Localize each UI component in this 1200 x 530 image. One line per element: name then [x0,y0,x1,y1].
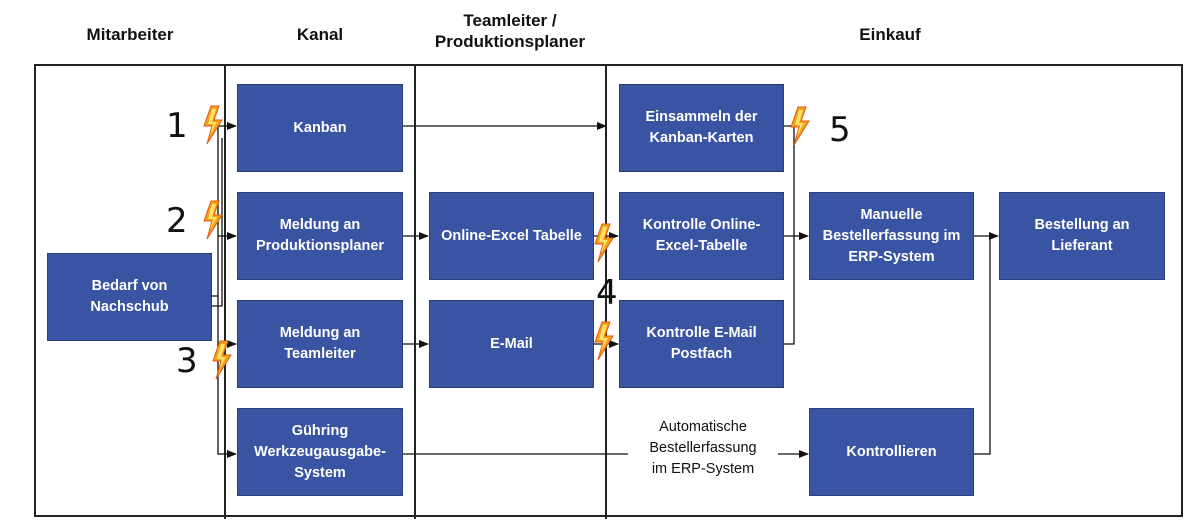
box-meldung-teamleiter[interactable]: Meldung an Teamleiter [237,300,403,388]
marker-number-2: 2 [166,201,188,241]
note-line-2: Bestellerfassung [649,440,757,456]
note-line-3: im ERP-System [651,461,755,477]
lane-header-teamleiter-line1: Teamleiter / [463,11,557,30]
lightning-bolt-icon-4b [594,321,614,361]
box-kontrolle-email-postfach[interactable]: Kontrolle E-Mail Postfach [619,300,784,388]
marker-number-3: 3 [176,341,198,381]
lightning-bolt-icon-5 [790,106,810,146]
box-email[interactable]: E-Mail [429,300,594,388]
connector-bedarf-guehring [217,344,237,458]
box-bedarf-von-nachschub[interactable]: Bedarf von Nachschub [47,253,212,341]
lightning-bolt-icon-2 [203,200,223,240]
box-online-excel-tabelle[interactable]: Online-Excel Tabelle [429,192,594,280]
lane-divider-2 [414,64,416,519]
lane-header-teamleiter: Teamleiter / Produktionsplaner [410,10,610,52]
connector-kontrollieren-bestellung [974,236,991,455]
box-kanban[interactable]: Kanban [237,84,403,172]
box-kontrolle-online-excel[interactable]: Kontrolle Online-Excel-Tabelle [619,192,784,280]
connector-einsammeln-manuelle [784,125,795,345]
box-einsammeln-kanban-karten[interactable]: Einsammeln der Kanban-Karten [619,84,784,172]
note-automatische-bestellerfassung: Automatische Bestellerfassung im ERP-Sys… [628,417,778,480]
lane-header-einkauf: Einkauf [859,25,921,44]
box-bestellung-an-lieferant[interactable]: Bestellung an Lieferant [999,192,1165,280]
connector-bedarf-loop [212,138,223,307]
box-kontrollieren[interactable]: Kontrollieren [809,408,974,496]
box-manuelle-bestellerfassung[interactable]: Manuelle Bestellerfassung im ERP-System [809,192,974,280]
box-meldung-produktionsplaner[interactable]: Meldung an Produktionsplaner [237,192,403,280]
lane-divider-1 [224,64,226,519]
lightning-bolt-icon-4a [594,223,614,263]
lane-header-teamleiter-line2: Produktionsplaner [434,32,586,51]
connector-bedarf-trunk [212,122,237,297]
lane-header-kanal: Kanal [296,25,344,44]
lane-divider-3 [605,64,607,519]
box-guehring-werkzeugausgabe[interactable]: Gühring Werkzeugausgabe-System [237,408,403,496]
lane-header-mitarbeiter: Mitarbeiter [86,25,174,44]
lightning-bolt-icon-1 [203,105,223,145]
marker-number-5: 5 [829,110,851,150]
diagram-frame [34,64,1183,517]
lightning-bolt-icon-3 [212,340,232,380]
note-line-1: Automatische [659,419,747,435]
marker-number-1: 1 [166,106,188,146]
marker-number-4: 4 [596,273,618,313]
